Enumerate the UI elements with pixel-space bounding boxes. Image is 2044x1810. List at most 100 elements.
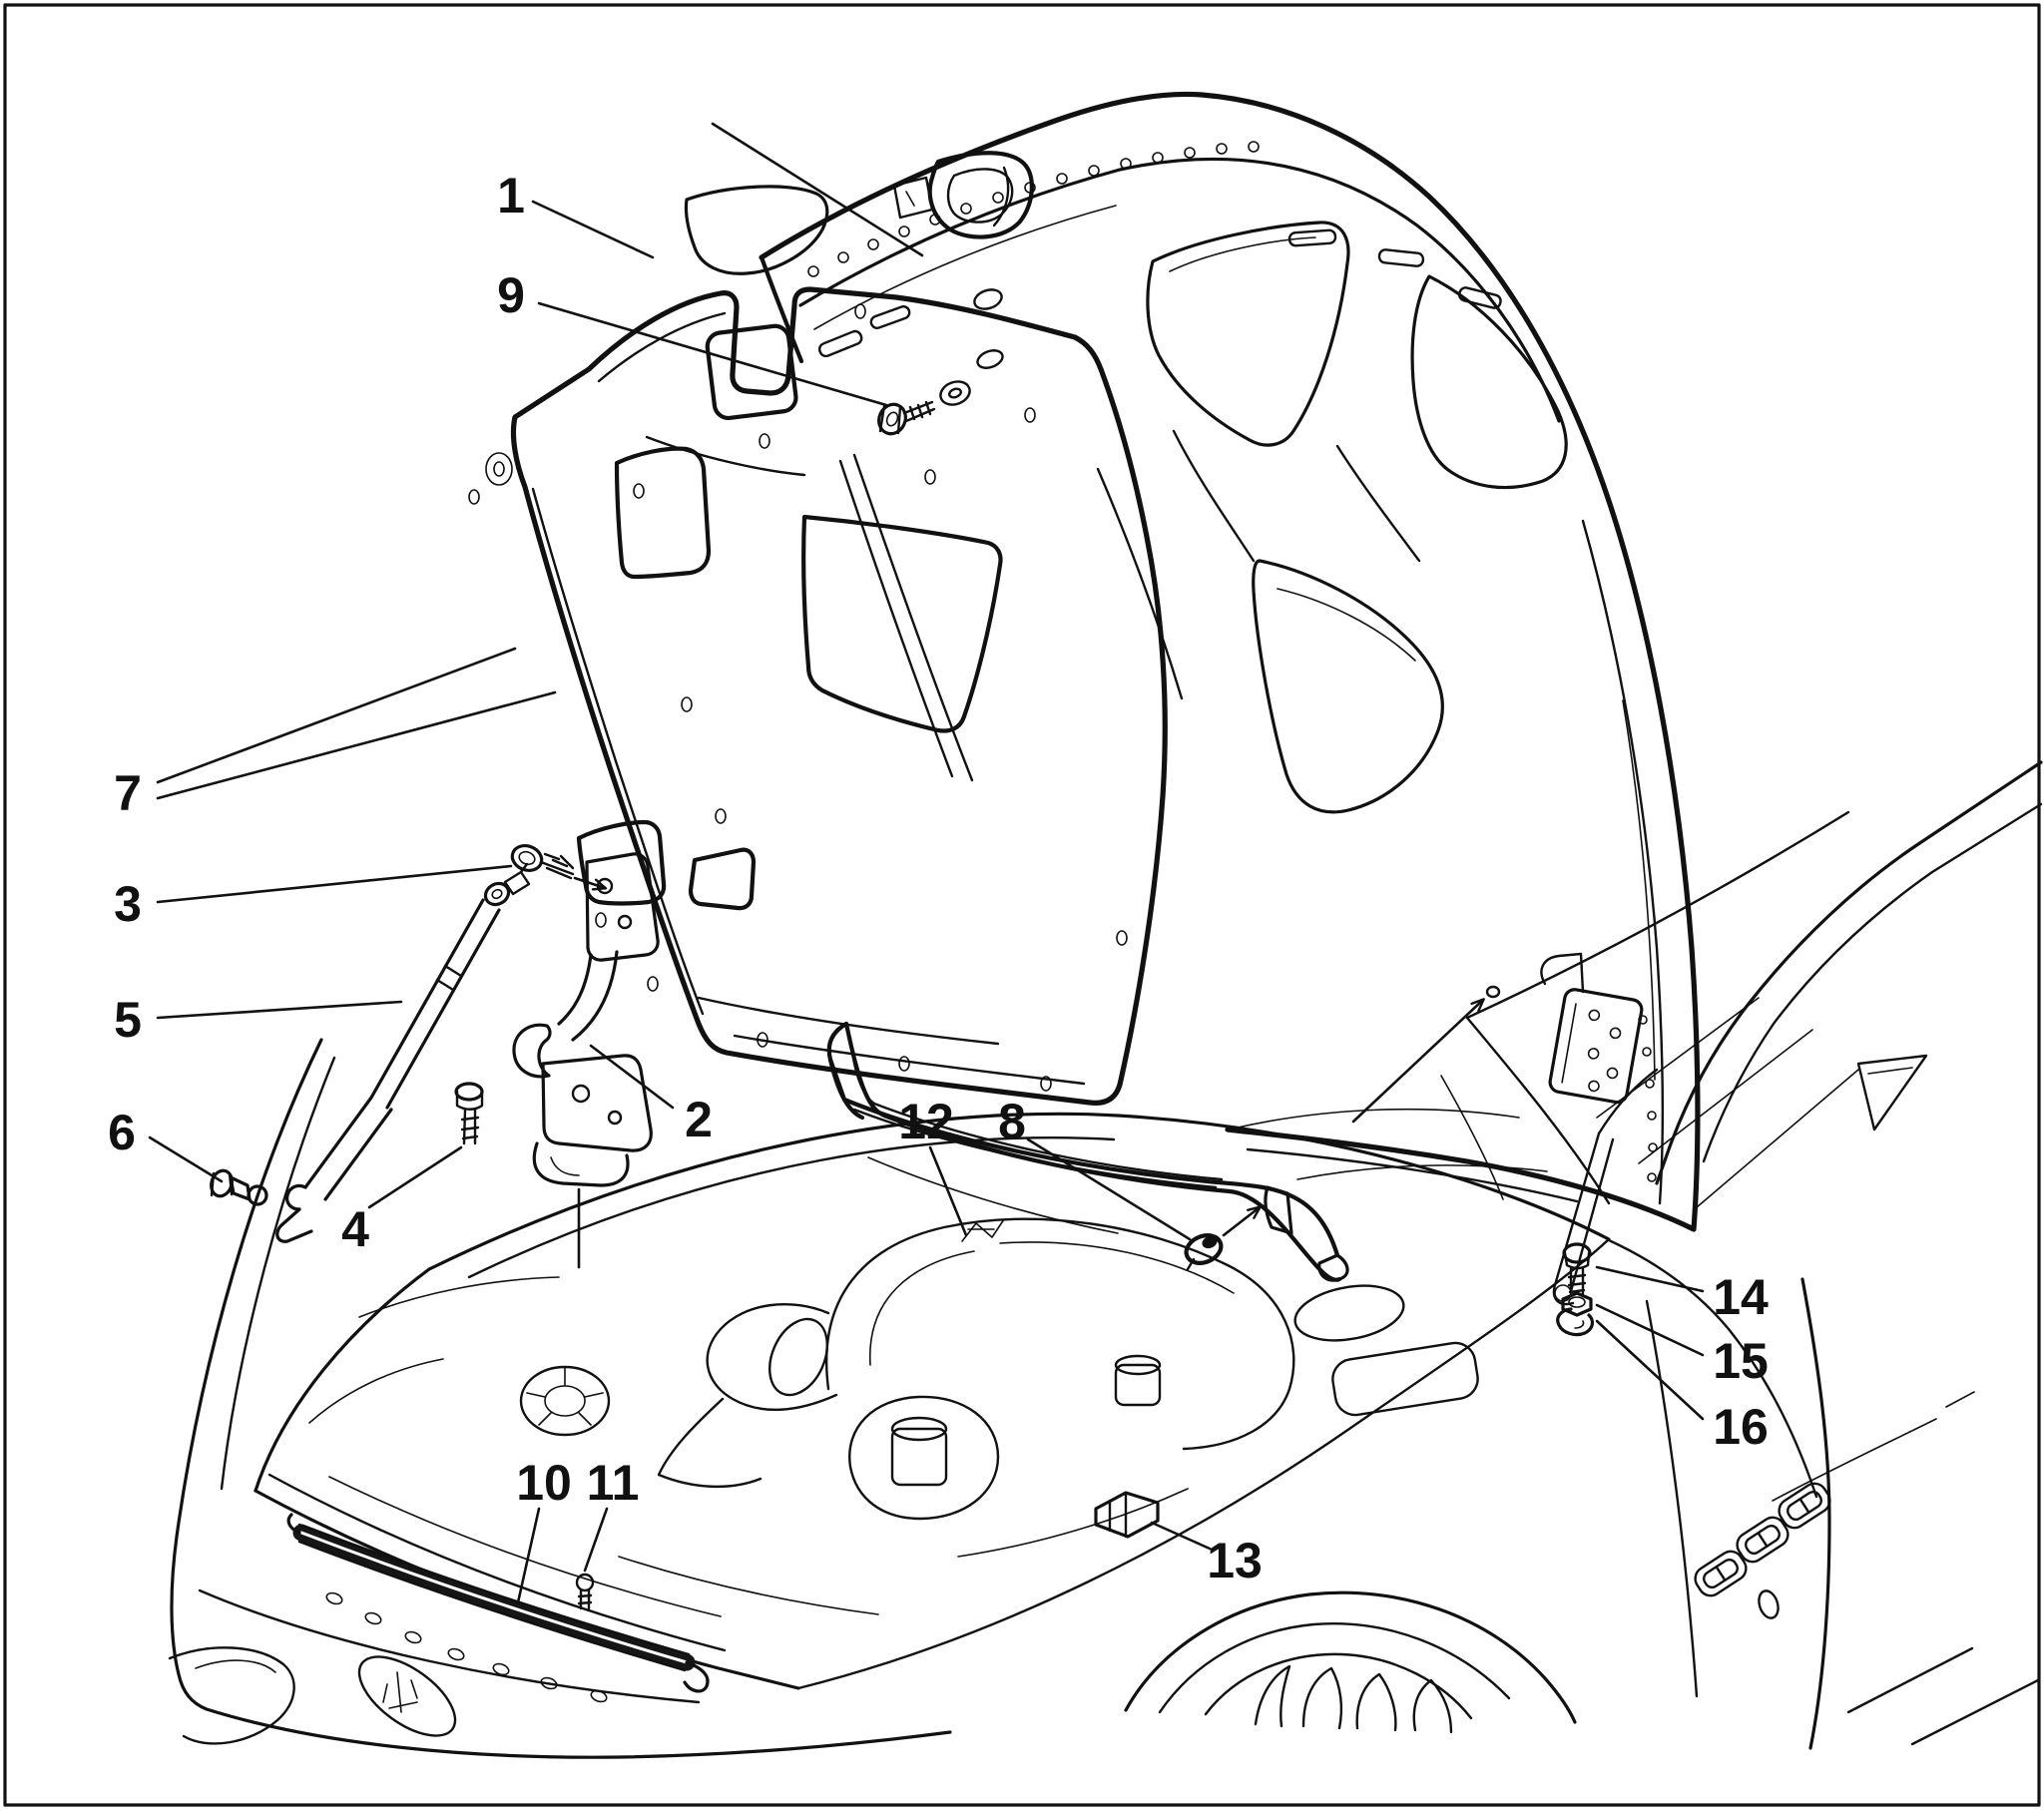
cowl-detail-lines xyxy=(867,1075,1548,1234)
callout-label-8: 8 xyxy=(998,1094,1026,1149)
leader-line-13-0 xyxy=(1150,1521,1212,1551)
strut-tower-right xyxy=(848,1395,1000,1521)
intake-hose xyxy=(657,1397,763,1489)
leader-line-7-0 xyxy=(156,647,517,784)
inner-panel-flange-line xyxy=(531,487,705,1016)
hood-hinge-bracket xyxy=(1540,952,1644,1105)
mirror-triangle xyxy=(1856,1054,1928,1131)
leader-line-10-0 xyxy=(516,1507,541,1604)
windshield-base xyxy=(1465,810,1850,1020)
engine-intake-dome xyxy=(825,1217,1295,1451)
hinge-foot xyxy=(532,1141,630,1187)
throttle-tube xyxy=(706,1303,838,1412)
leader-line-8-2 xyxy=(1351,998,1485,1124)
front-flange-holes xyxy=(325,1591,608,1703)
leader-line-aux-0 xyxy=(711,122,924,257)
inner-panel-cutout-left xyxy=(614,446,712,580)
inner-panel-cutout-center xyxy=(801,514,1003,733)
wheel-arch-inner xyxy=(1158,1622,1511,1714)
engine-wiring xyxy=(961,1218,1005,1242)
bolt9-target-hole xyxy=(939,380,971,406)
callout-label-9: 9 xyxy=(497,267,525,323)
hinge-upper-bracket xyxy=(585,852,660,962)
inner-panel-creases xyxy=(645,435,1000,1046)
door-leading-edge xyxy=(1800,1277,1831,1750)
washer-16 xyxy=(1556,1307,1595,1337)
leader-line-3-0 xyxy=(156,864,513,904)
front-fender-left-silhouette xyxy=(170,1038,952,1759)
cowl-vent-oval xyxy=(1293,1284,1405,1342)
callout-label-14: 14 xyxy=(1713,1269,1769,1325)
clip-13 xyxy=(1094,1491,1160,1539)
callout-label-7: 7 xyxy=(114,765,142,821)
trident-emblem xyxy=(357,1655,457,1737)
callout-label-5: 5 xyxy=(114,992,142,1048)
callout-label-4: 4 xyxy=(341,1201,369,1257)
strut-top-fitting xyxy=(483,862,531,907)
callout-label-2: 2 xyxy=(685,1092,713,1147)
a-pillar-inner xyxy=(1702,802,2043,1163)
engine-bay-rear-rim xyxy=(427,1112,1611,1271)
reservoir-cap xyxy=(1114,1354,1162,1407)
hood-frame-openings xyxy=(976,221,1568,814)
engine-intake-ridge-2 xyxy=(999,1241,1235,1294)
bolt-4 xyxy=(454,1082,484,1145)
callout-label-6: 6 xyxy=(108,1105,136,1160)
hinge-arm-outer xyxy=(571,950,619,1042)
leader-line-3-1 xyxy=(573,876,608,891)
car-body xyxy=(168,760,2043,1759)
engine-bay xyxy=(308,1217,1479,1617)
hood-rear-seal xyxy=(826,1021,1349,1282)
inner-panel xyxy=(468,286,1168,1106)
headlight-inner-line xyxy=(195,1659,276,1673)
throttle-body xyxy=(768,1317,828,1397)
leader-line-9-0 xyxy=(537,301,888,407)
leader-line-14-0 xyxy=(1595,1265,1705,1293)
hood-front-hole-row xyxy=(807,141,1260,277)
callout-label-16: 16 xyxy=(1713,1399,1769,1455)
front-seal xyxy=(286,1513,710,1703)
hood-right-edge-detail xyxy=(1581,519,1665,1205)
callout-label-12: 12 xyxy=(898,1094,954,1149)
leader-line-6-0 xyxy=(148,1135,224,1183)
engine-intake-ridge-1 xyxy=(869,1250,975,1366)
leader-line-8-0 xyxy=(1026,1137,1192,1241)
engine-bay-rear-rim-inner xyxy=(467,1136,1116,1279)
hood-latch xyxy=(892,151,1034,239)
bolt-3 xyxy=(510,844,575,880)
screw-11 xyxy=(575,1573,595,1610)
hood-rear-edge-inner xyxy=(1246,1147,1579,1203)
callout-label-1: 1 xyxy=(497,168,525,224)
leader-line-15-0 xyxy=(1595,1303,1705,1357)
hinge-hook xyxy=(512,1023,552,1079)
leader-line-16-0 xyxy=(1595,1319,1705,1421)
engine-cover-plate xyxy=(1331,1341,1479,1417)
engine-bay-right-rim xyxy=(796,1237,1611,1690)
nut-15 xyxy=(1561,1291,1593,1317)
leader-line-12-0 xyxy=(928,1145,968,1237)
callout-label-11: 11 xyxy=(587,1455,640,1511)
callout-label-15: 15 xyxy=(1713,1333,1769,1389)
hood-front-cutout xyxy=(684,185,829,275)
engine-bay-left-rim xyxy=(254,1267,431,1493)
strut-tower-left xyxy=(519,1365,611,1437)
leader-line-5-0 xyxy=(156,1000,403,1020)
engine-bay-front-rim-inner xyxy=(267,1473,727,1652)
front-fender-crease xyxy=(220,1056,336,1491)
fender-door-seam xyxy=(1645,1299,1699,1698)
hinge-lower-plate xyxy=(541,1054,653,1152)
inner-panel-cutout-small-square xyxy=(688,847,757,911)
page-border xyxy=(3,3,2041,1807)
bumper-line xyxy=(198,1588,701,1704)
callout-label-3: 3 xyxy=(114,876,142,932)
hood-front-band-inner xyxy=(813,205,1117,330)
leader-line-7-1 xyxy=(156,690,557,800)
leader-line-4-0 xyxy=(367,1145,463,1209)
inner-panel-bottom-flange xyxy=(733,1034,1086,1086)
headlight-outline xyxy=(168,1646,295,1745)
a-pillar-outer xyxy=(1655,760,2043,1185)
hood-surface-slots xyxy=(817,228,1502,358)
hood-hinge xyxy=(512,852,660,1187)
